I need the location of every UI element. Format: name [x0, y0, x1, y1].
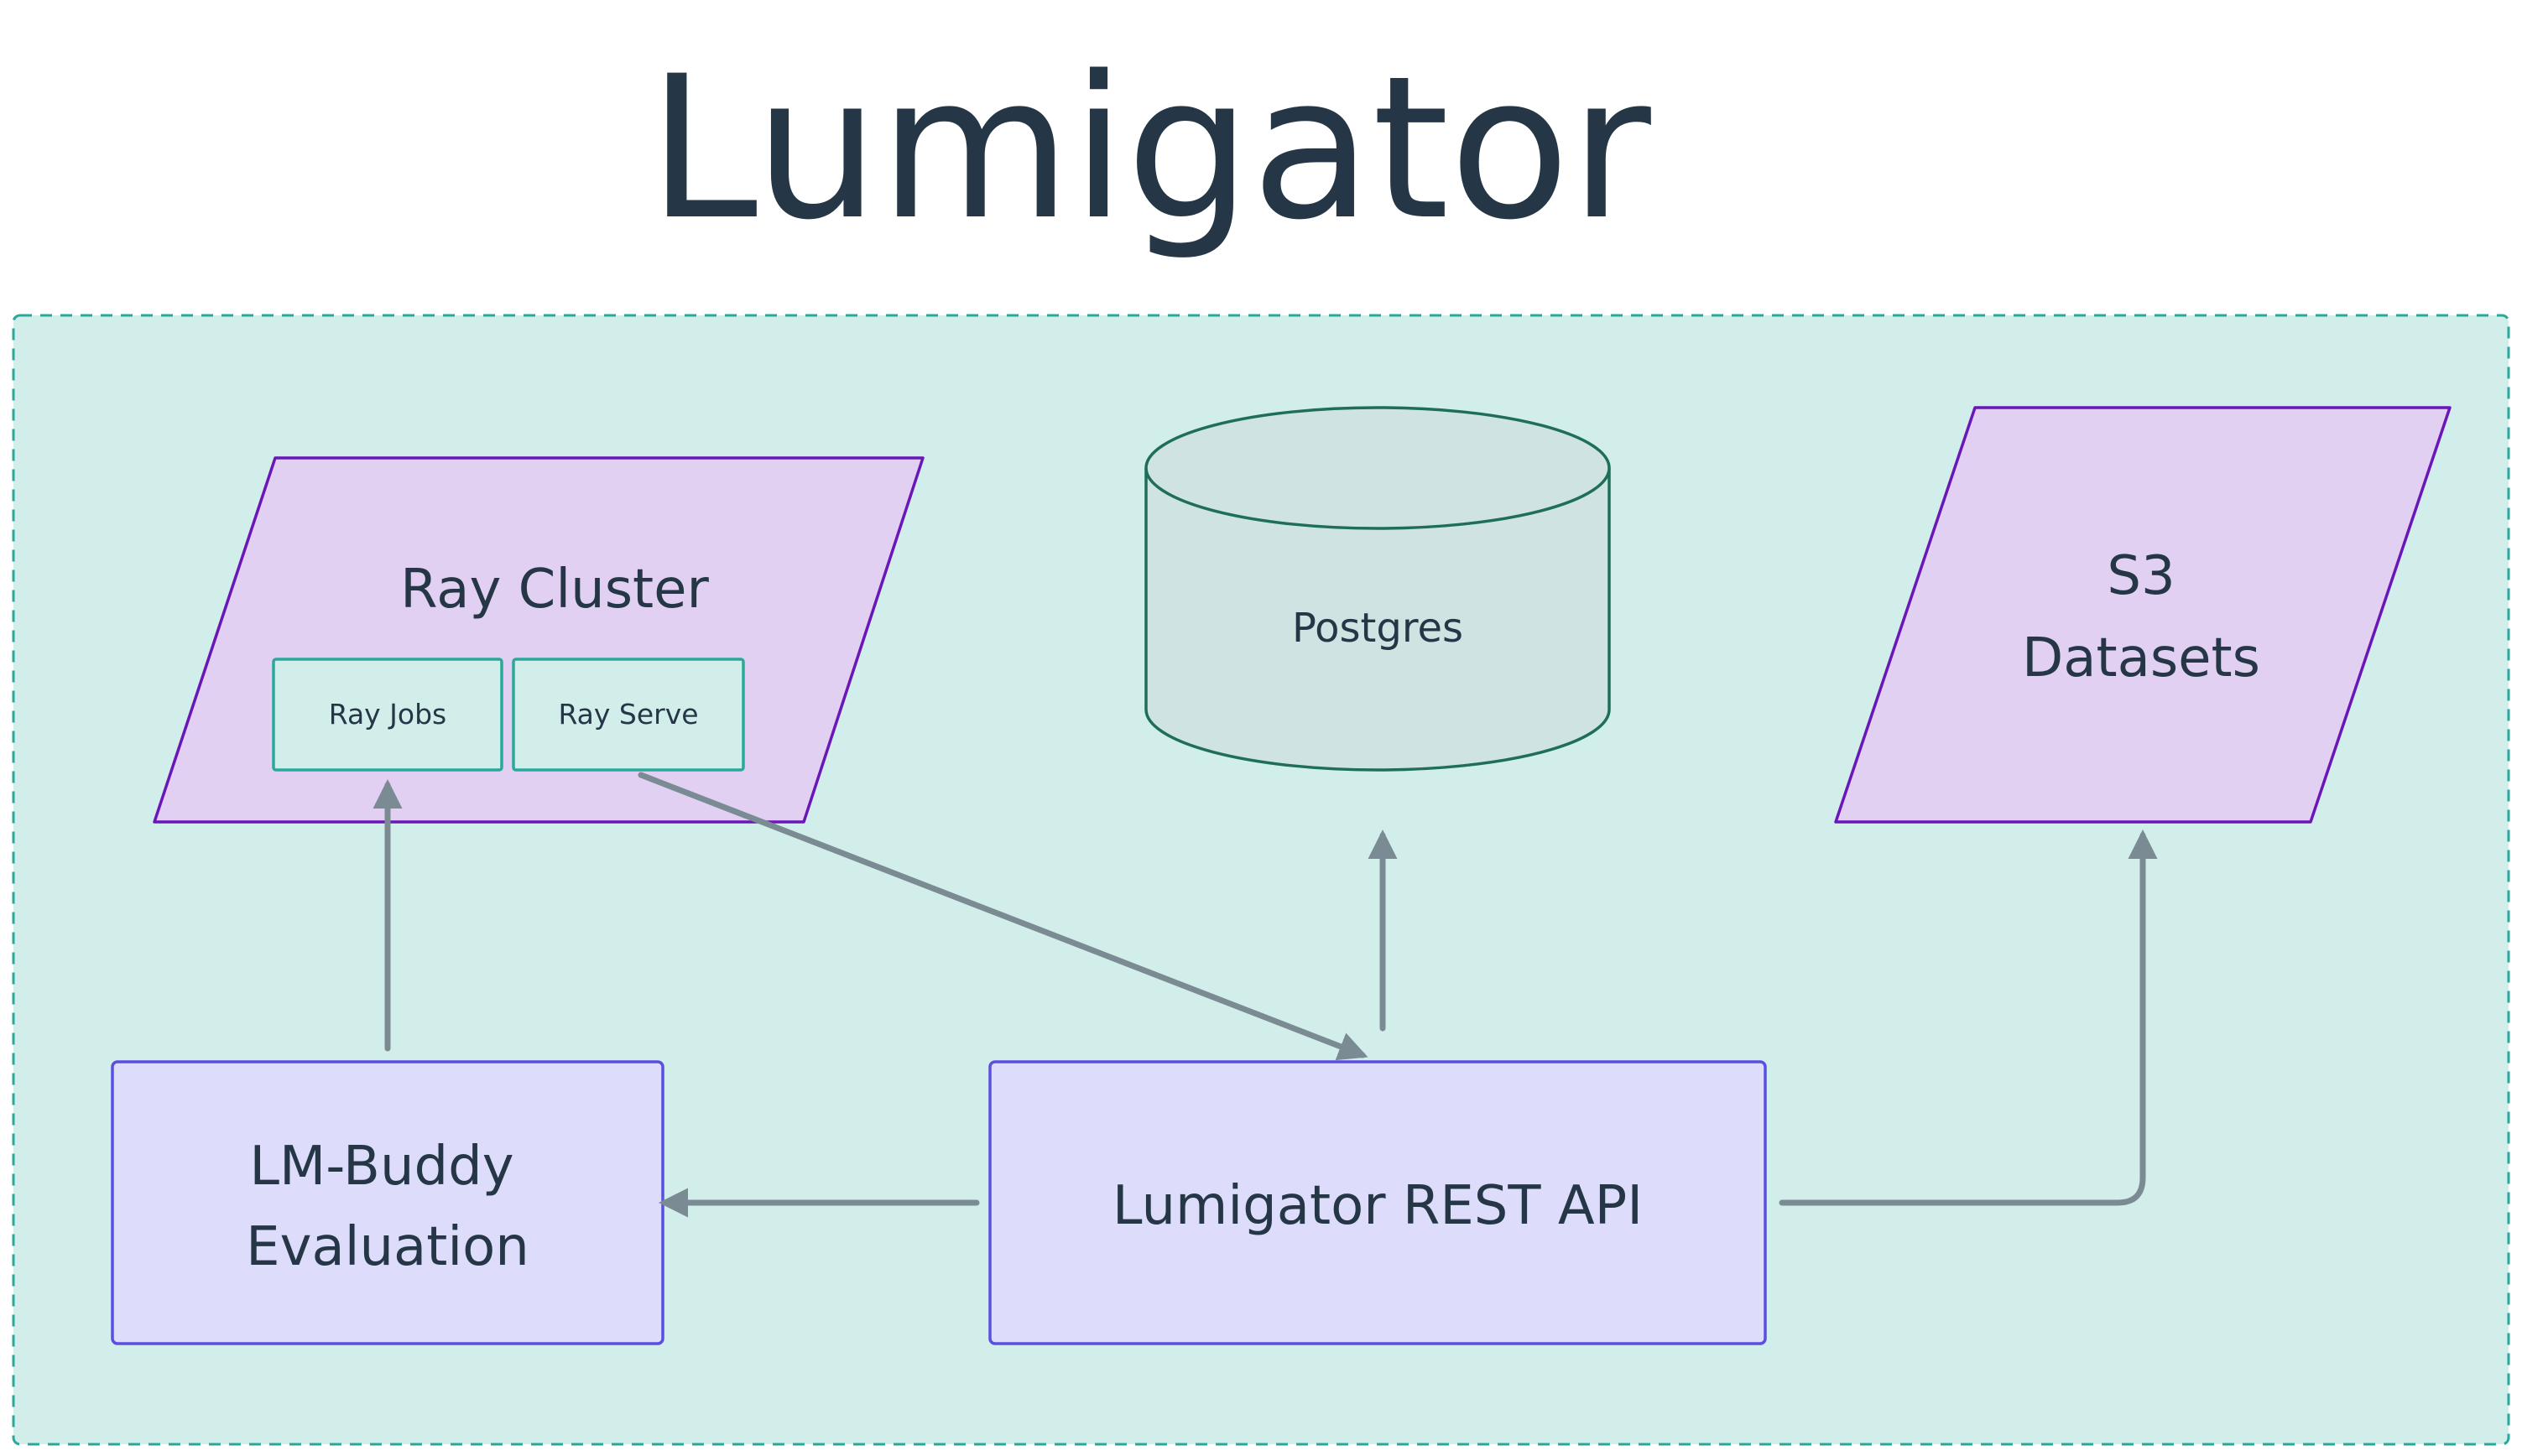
lm-buddy-box: [111, 1060, 664, 1345]
postgres-node: Postgres: [1144, 406, 1611, 772]
rest-api-box: [988, 1060, 1767, 1345]
s3-label: S3: [2107, 545, 2175, 607]
ray-serve-node: Ray Serve: [512, 658, 745, 772]
datasets-label: Datasets: [2022, 627, 2260, 689]
lm-buddy-evaluation-node: LM-Buddy Evaluation: [111, 1060, 664, 1345]
postgres-label: Postgres: [1292, 605, 1463, 652]
ray-cluster-node: Ray Cluster Ray Jobs Ray Serve: [153, 456, 925, 824]
rest-api-label: Lumigator REST API: [1112, 1175, 1643, 1237]
ray-jobs-node: Ray Jobs: [272, 658, 503, 772]
ray-cluster-label: Ray Cluster: [400, 559, 709, 621]
edges: [373, 772, 2158, 1218]
diagram-title: Lumigator: [648, 34, 1651, 263]
lm-buddy-label: LM-Buddy: [249, 1136, 513, 1198]
edge-rest-api-to-s3: [1779, 829, 2158, 1206]
postgres-cylinder-top: [1144, 406, 1611, 530]
lumigator-rest-api-node: Lumigator REST API: [988, 1060, 1767, 1345]
edge-ray-serve-to-rest-api: [638, 772, 1368, 1061]
postgres-cylinder-body: [1144, 468, 1611, 772]
evaluation-label: Evaluation: [246, 1216, 529, 1278]
ray-serve-label: Ray Serve: [558, 698, 698, 731]
ray-jobs-label: Ray Jobs: [329, 698, 447, 731]
s3-datasets-shape: [1834, 406, 2452, 824]
s3-datasets-node: S3 Datasets: [1834, 406, 2452, 824]
